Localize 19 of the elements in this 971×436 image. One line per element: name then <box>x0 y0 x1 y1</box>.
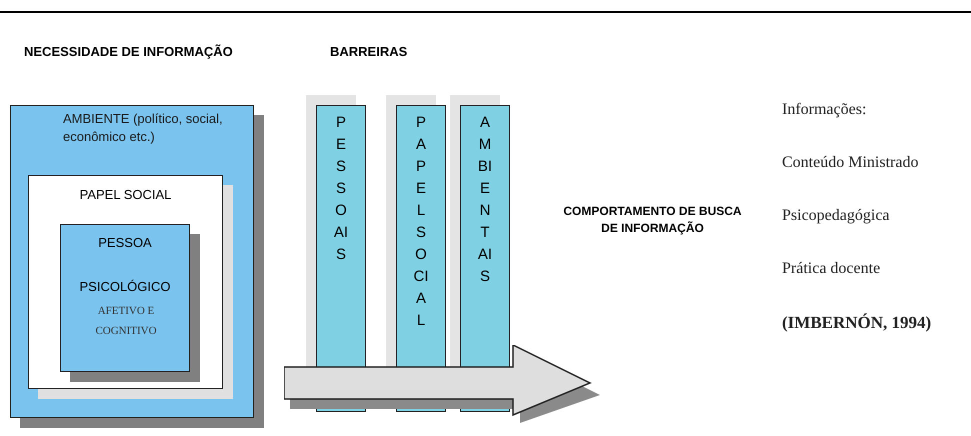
box-heading: PESSOA <box>97 234 153 252</box>
outcome-text: COMPORTAMENTO DE BUSCA DE INFORMAÇÃO <box>562 203 743 237</box>
vertical-label: AMBIENTAIS <box>478 113 492 287</box>
citation: (IMBERNÓN, 1994) <box>782 312 932 334</box>
box-heading: PAPEL SOCIAL <box>78 186 172 204</box>
info-text: Psicopedagógica <box>782 206 890 226</box>
info-text: Conteúdo Ministrado <box>782 153 918 173</box>
box-heading: AMBIENTE (político, social, econômico etc.) <box>63 110 224 146</box>
nested-box <box>10 105 254 418</box>
nested-box <box>60 224 190 372</box>
vertical-label: PAPEL SOCIAL <box>414 113 428 331</box>
section-heading: NECESSIDADE DE INFORMAÇÃO <box>24 43 233 61</box>
section-heading: BARREIRAS <box>330 43 408 61</box>
vertical-label: PESSOAIS <box>334 113 348 265</box>
nested-box <box>28 175 223 389</box>
info-text: Informações: <box>782 100 866 120</box>
box-text: AFETIVO E COGNITIVO <box>94 304 158 339</box>
info-text: Prática docente <box>782 259 880 279</box>
box-text: PSICOLÓGICO <box>78 278 172 296</box>
